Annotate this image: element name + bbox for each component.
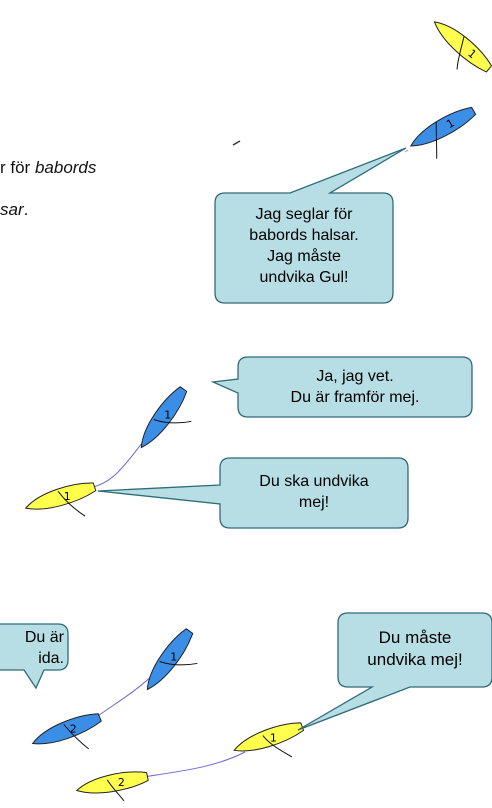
yellow-boat-bottom-1: 1 [233,722,305,758]
boat-number: 1 [64,490,71,503]
intro-text-line-2: sar. [0,200,29,219]
boat-number: 2 [70,723,77,736]
stroke-mark [232,140,241,146]
boat-number: 1 [170,651,177,664]
boat-number: 1 [270,731,277,744]
bubble-4-text: Du är ida. [24,629,64,667]
blue-boat-bottom-1: 1 [146,628,198,691]
boat-number: 1 [164,409,171,422]
bubble-2-text: Ja, jag vet. Du är framför mej. [290,368,420,406]
speech-bubble-4 [0,623,69,690]
yellow-boat-bottom-2: 2 [75,771,149,802]
blue-boat-mid: 1 [140,386,192,449]
yellow-boat-mid: 1 [24,482,97,517]
speech-bubble-2 [210,356,473,418]
speech-bubble-1 [214,147,407,304]
speech-bubble-5 [297,612,492,731]
blue-boat-bottom-2: 2 [31,713,102,750]
stroke-mark [404,149,409,153]
blue-boat-top: 1 [409,106,477,159]
bubble-5-text: Du måste undvika mej! [367,628,463,669]
yellow-boat-top: 1 [433,21,492,73]
bubble-1-text: Jag seglar för babords halsar. Jag måste… [249,206,359,286]
bubble-3-text: Du ska undvika mej! [259,473,369,511]
intro-text-line-1: r för babords [0,158,97,177]
speech-bubble-3 [97,457,409,529]
boat-number: 2 [118,776,125,789]
